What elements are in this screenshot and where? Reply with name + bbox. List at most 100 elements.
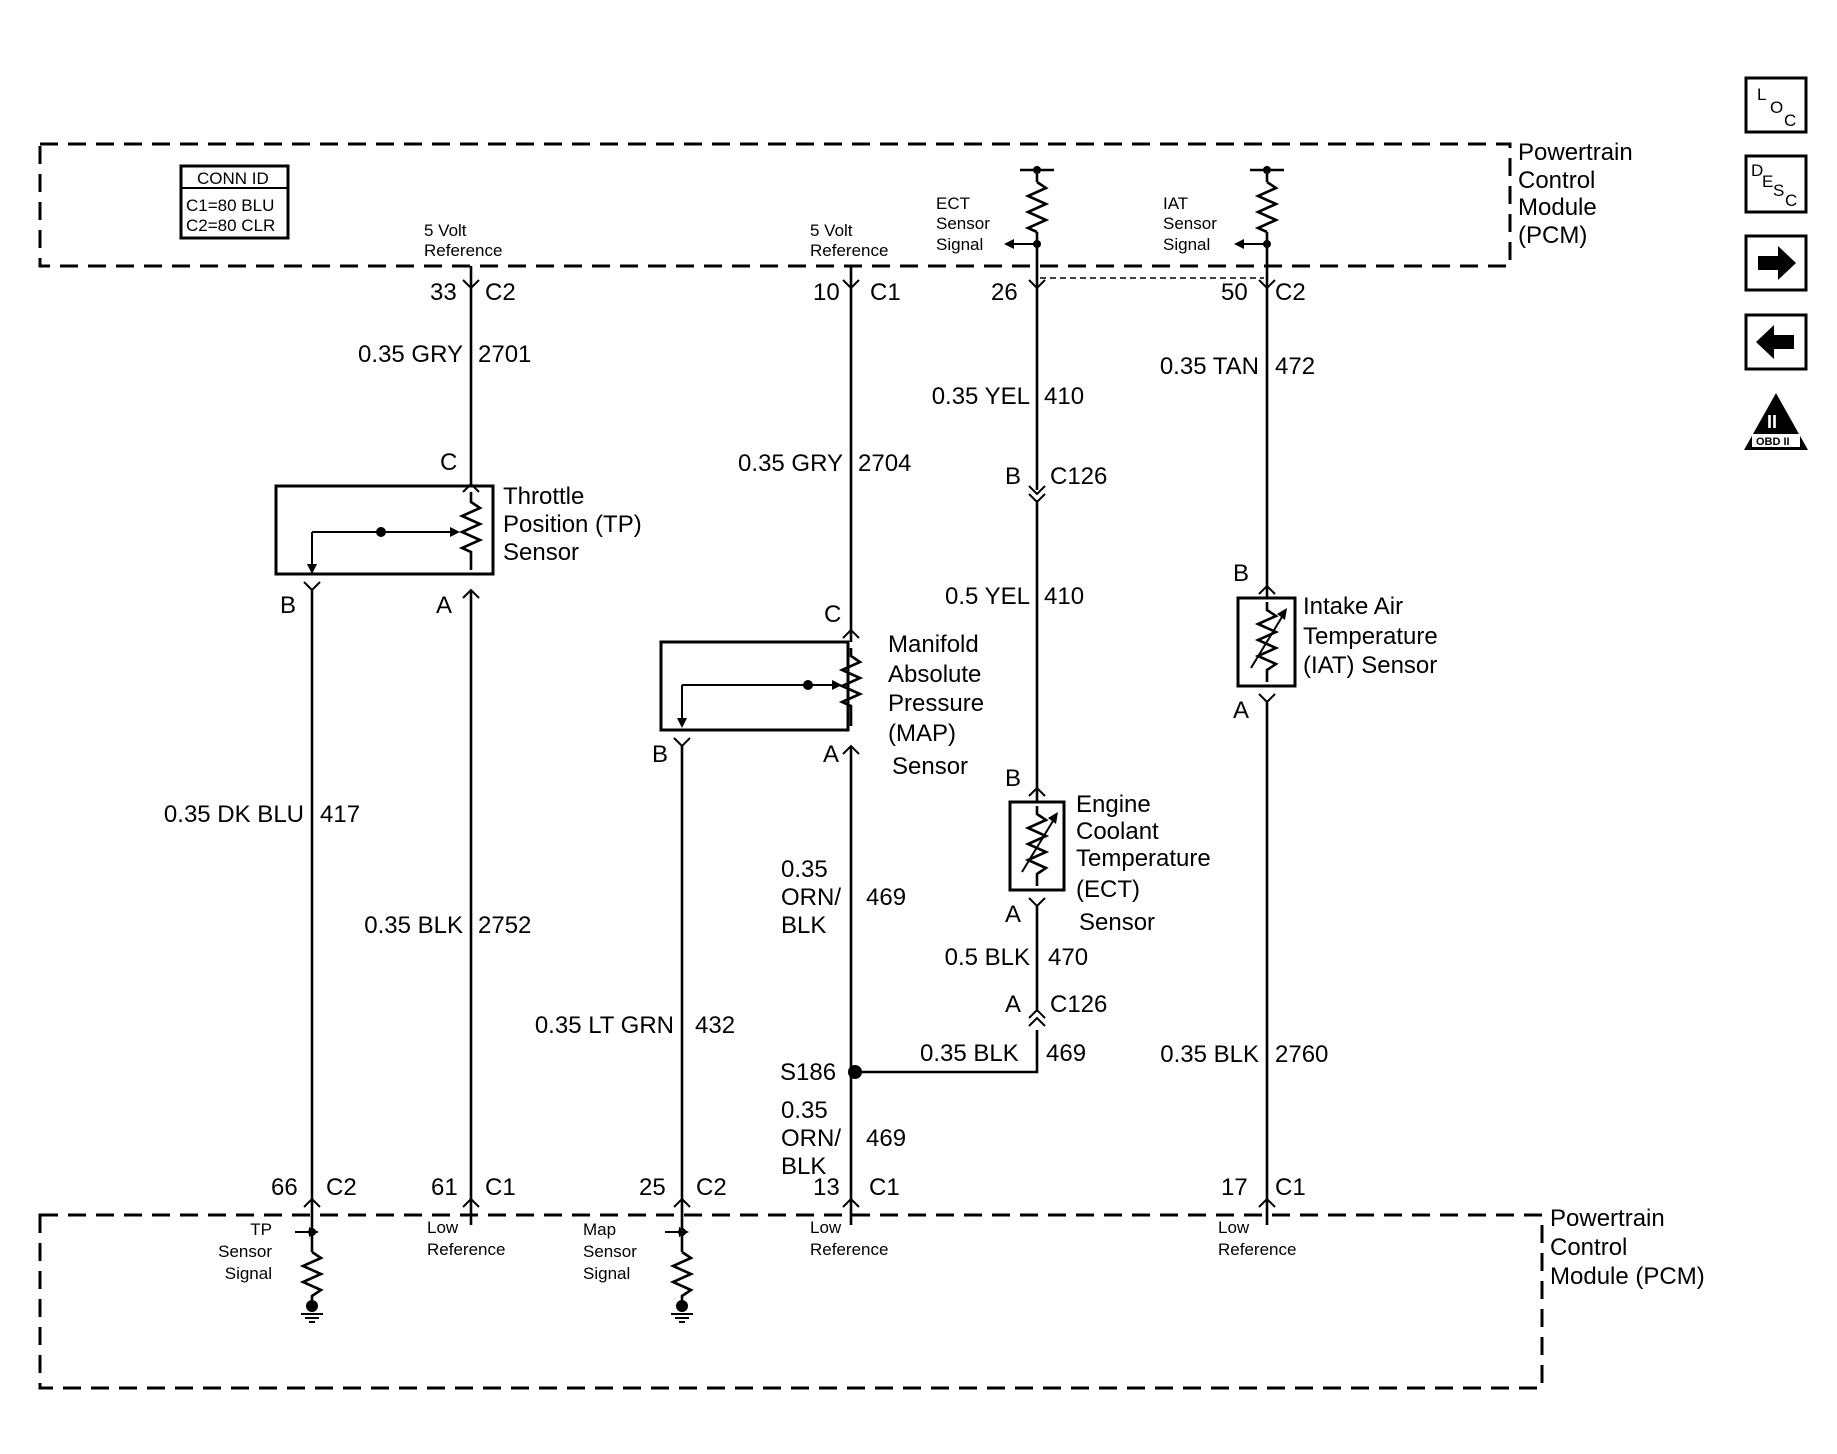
low-ref-2a: Low [810,1218,842,1237]
wire-469c-circuit: 469 [1046,1040,1086,1067]
bottom-pin-chevrons [303,1197,1276,1208]
pcm-top-title-3: Module [1518,194,1597,221]
ect-label-2: Coolant [1076,818,1159,845]
loc-icon[interactable]: L O C [1744,76,1808,134]
c126-b-pin: B [1005,463,1021,490]
c126-a-name: C126 [1050,991,1107,1018]
wire-469c [855,1030,1039,1074]
desc-icon-e: E [1762,172,1773,191]
tp-label-2: Position (TP) [503,511,642,538]
tp-pin-b: B [280,592,296,619]
ect-pullup-resistor [1004,166,1054,278]
next-arrow-icon[interactable] [1744,234,1808,292]
loc-icon-c: C [1784,111,1796,130]
low-ref-1b: Reference [427,1240,505,1259]
wire-472-color: 0.35 TAN [1160,353,1259,380]
wire-410b-circuit: 410 [1044,583,1084,610]
map-label-3: Pressure [888,690,984,717]
ect-label-1: Engine [1076,791,1151,818]
map-label-1: Manifold [888,631,979,658]
iat-pin-a: A [1233,697,1249,724]
low-ref-2b: Reference [810,1240,888,1259]
conn-id-line-1: C1=80 BLU [186,196,274,215]
pin-61: 61 [431,1174,458,1201]
pin-66: 66 [271,1174,298,1201]
c126-a-pin: A [1005,991,1021,1018]
map-label-4: (MAP) [888,720,956,747]
ect-label-5: Sensor [1079,909,1155,936]
pin-50: 50 [1221,279,1248,306]
iat-pullup-resistor [1234,166,1284,278]
wire-410b-color: 0.5 YEL [945,583,1030,610]
desc-icon[interactable]: D E S C [1744,154,1808,214]
iat-label-3: (IAT) Sensor [1303,652,1437,679]
c126-b-name: C126 [1050,463,1107,490]
ect-pin-a: A [1005,901,1021,928]
ect-pin-b: B [1005,765,1021,792]
pin-50-conn: C2 [1275,279,1306,306]
pin-33-conn: C2 [485,279,516,306]
wire-469b-color-2: ORN/ [781,1125,841,1152]
wire-2760-color: 0.35 BLK [1160,1041,1259,1068]
tp-pin-a: A [436,592,452,619]
iat-signal-label-3: Signal [1163,235,1210,254]
pcm-bottom-box [38,1213,1544,1390]
wire-470-circuit: 470 [1048,944,1088,971]
map-label-2: Absolute [888,661,981,688]
conn-id-line-2: C2=80 CLR [186,216,275,235]
ect-signal-label-1: ECT [936,194,970,213]
iat-pin-b: B [1233,560,1249,587]
tp-label-1: Throttle [503,483,584,510]
pin-26: 26 [991,279,1018,306]
iat-sensor [1236,596,1297,688]
map-label-5: Sensor [892,753,968,780]
map-signal-pulldown [665,1215,695,1323]
map-pin-c: C [824,601,841,628]
pin-66-conn: C2 [326,1174,357,1201]
tp-signal-label-3: Signal [225,1264,272,1283]
wire-417-circuit: 417 [320,801,360,828]
tp-pin-c: C [440,449,457,476]
loc-icon-o: O [1770,98,1783,117]
pcm-bottom-title-2: Control [1550,1234,1627,1261]
wire-432-color: 0.35 LT GRN [535,1012,674,1039]
pin-17-conn: C1 [1275,1174,1306,1201]
iat-signal-label-2: Sensor [1163,214,1217,233]
ect-label-3: Temperature [1076,845,1211,872]
wire-410a-color: 0.35 YEL [932,383,1030,410]
wire-469c-color: 0.35 BLK [920,1040,1019,1067]
ect-label-4: (ECT) [1076,876,1140,903]
desc-icon-s: S [1773,181,1784,200]
iat-signal-label-1: IAT [1163,194,1188,213]
map-signal-label-1: Map [583,1220,616,1239]
pin-10: 10 [813,279,840,306]
wire-469b-color-1: 0.35 [781,1097,828,1124]
wire-2701-circuit: 2701 [478,341,531,368]
wire-2701-color: 0.35 GRY [358,341,463,368]
wire-469a-circuit: 469 [866,884,906,911]
obd-ii-icon[interactable]: II OBD II [1744,393,1808,450]
wire-432-circuit: 432 [695,1012,735,1039]
conn-id-box: CONN ID C1=80 BLU C2=80 CLR [179,164,290,240]
pin-25-conn: C2 [696,1174,727,1201]
tp-signal-label-2: Sensor [218,1242,272,1261]
ect-signal-label-2: Sensor [936,214,990,233]
tp-sensor [274,484,495,576]
tp-signal-label-1: TP [250,1220,272,1239]
splice-s186-label: S186 [780,1059,836,1086]
wire-469a-color-2: ORN/ [781,884,841,911]
wire-469b-color-3: BLK [781,1153,826,1180]
wire-2752-circuit: 2752 [478,912,531,939]
ref-label-1a: 5 Volt [424,221,467,240]
obd-ii-label: OBD II [1756,436,1790,448]
ect-sensor [1008,800,1066,892]
low-ref-1a: Low [427,1218,459,1237]
prev-arrow-icon[interactable] [1744,313,1808,371]
pin-33: 33 [430,279,457,306]
connector-c126-a [1028,1008,1046,1027]
obd-ii-numeral: II [1767,412,1777,432]
map-pin-b: B [652,741,668,768]
map-signal-label-3: Signal [583,1264,630,1283]
pcm-bottom-title-1: Powertrain [1550,1205,1665,1232]
